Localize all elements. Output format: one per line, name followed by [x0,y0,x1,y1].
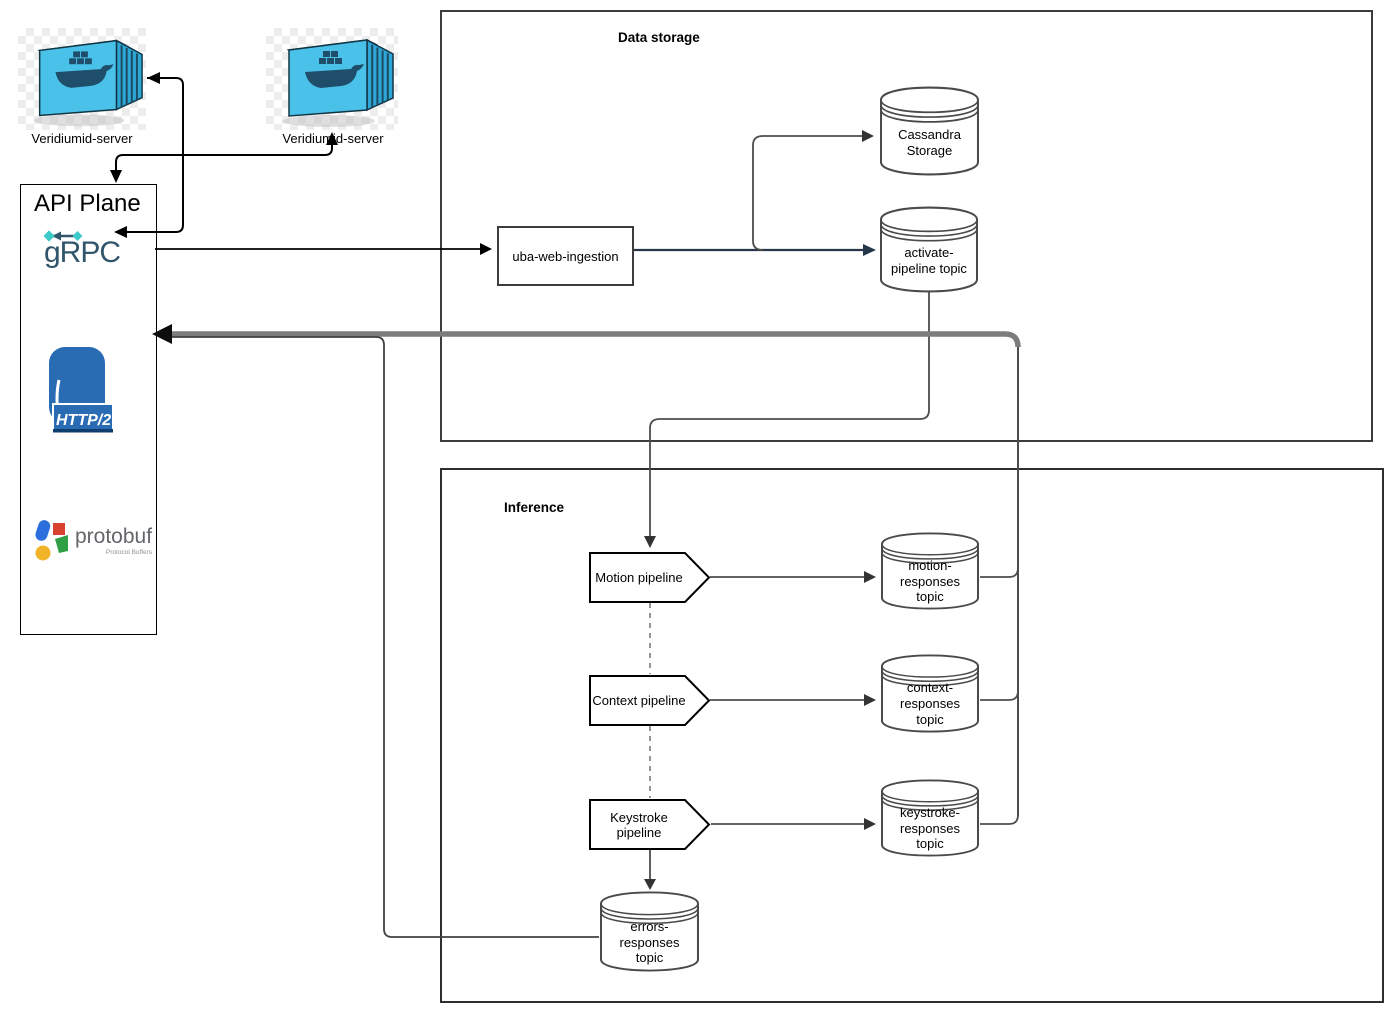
node-label: Cassandra Storage [898,127,961,159]
node-label: context- responses topic [900,680,960,728]
cylinder-shape [880,86,979,176]
protobuf-logo-subtext: Protocol Buffers [105,549,153,556]
node-context-pipeline[interactable]: Context pipeline [589,675,711,726]
node-motion-pipeline[interactable]: Motion pipeline [589,552,711,603]
arrowhead [110,170,122,183]
node-label: Context pipeline [592,693,686,708]
docker-container-icon [283,38,394,127]
http2-logo: HTTP/2 [46,346,116,442]
cylinder-shape [881,654,979,733]
node-keystroke-responses-topic[interactable]: keystroke- responses topic [880,779,980,857]
grpc-arrow-icon [44,230,83,242]
node-label: activate- pipeline topic [891,245,967,277]
protobuf-logo: protobuf Protocol Buffers [33,518,153,568]
node-activate-pipeline-topic[interactable]: activate- pipeline topic [879,206,979,293]
docker-whale-icon [55,51,114,88]
container-label-right: Veridiumid-server [282,131,384,146]
node-motion-responses-topic[interactable]: motion- responses topic [880,532,980,610]
grpc-logo-text: gRPC [44,236,121,269]
api-plane-title: API Plane [34,190,141,217]
group-title-data-storage: Data storage [618,30,700,45]
node-label: keystroke- responses topic [900,804,960,852]
node-label: Keystroke pipeline [610,809,668,840]
docker-container-icon [33,39,143,127]
cylinder-shape [600,891,699,972]
docker-whale-icon [305,51,364,88]
http2-icon: HTTP/2 [49,347,114,433]
node-errors-responses-topic[interactable]: errors- responses topic [599,891,700,972]
docker-container-left[interactable] [18,28,146,130]
node-label: Motion pipeline [595,570,683,585]
node-uba-web-ingestion[interactable]: uba-web-ingestion [497,226,634,286]
group-title-inference: Inference [504,500,565,515]
grpc-logo: gRPC [40,226,140,276]
node-keystroke-pipeline[interactable]: Keystroke pipeline [589,799,711,850]
container-label-left: Veridiumid-server [31,131,133,146]
node-cassandra-storage[interactable]: Cassandra Storage [879,86,980,176]
arrowhead [147,72,160,84]
http2-logo-text: HTTP/2 [56,412,111,429]
protobuf-icon [35,520,68,561]
protobuf-logo-text: protobuf [75,525,153,548]
cylinder-shape [880,206,978,293]
node-label: motion- responses topic [900,557,960,605]
node-label: uba-web-ingestion [512,248,619,264]
docker-container-right[interactable] [266,28,398,130]
node-context-responses-topic[interactable]: context- responses topic [880,654,980,733]
cylinder-shape [881,779,979,857]
node-label: errors- responses topic [619,918,680,966]
